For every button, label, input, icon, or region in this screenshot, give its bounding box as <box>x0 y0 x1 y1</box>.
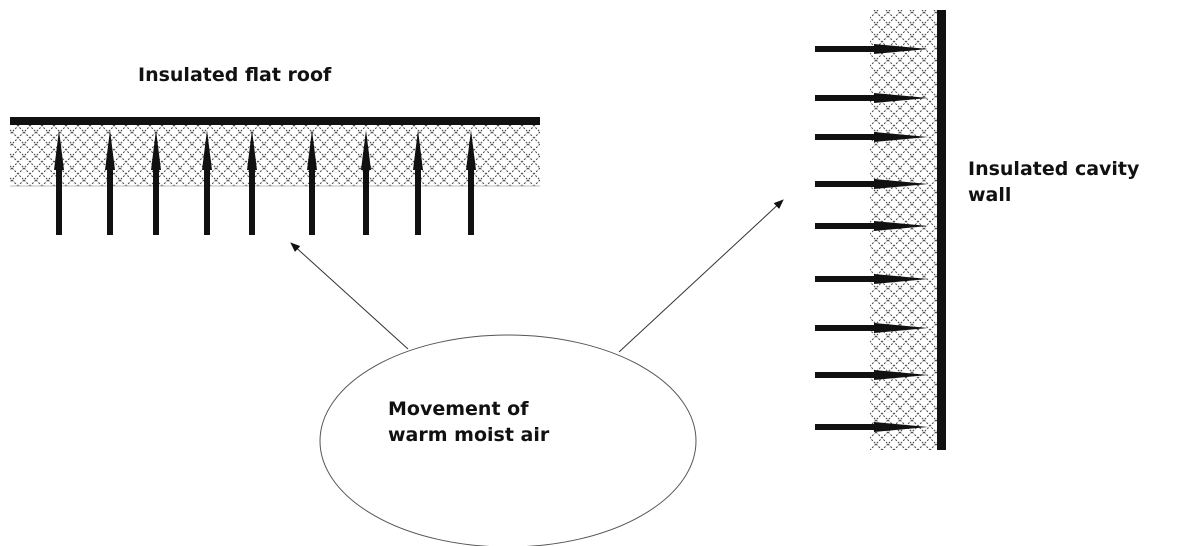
wall-vapour-arrow <box>815 179 928 189</box>
wall-vapour-arrow <box>815 323 928 333</box>
wall-vapour-arrow <box>815 221 928 231</box>
roof-vapour-arrow <box>247 130 257 235</box>
wall-label: Insulated cavity wall <box>968 158 1140 206</box>
bubble-label-line2: warm moist air <box>388 424 550 446</box>
wall-vapour-arrow <box>815 132 928 142</box>
source-bubble <box>319 334 697 546</box>
bubble-label-line1: Movement of <box>388 398 529 420</box>
roof-vapour-arrow <box>466 130 476 235</box>
wall-outer-leaf <box>937 10 946 450</box>
roof-vapour-arrow <box>54 130 64 235</box>
wall-vapour-arrow <box>815 274 928 284</box>
wall-vapour-arrow <box>815 44 928 54</box>
wall-vapour-arrow <box>815 93 928 103</box>
roof-vapour-arrow <box>361 130 371 235</box>
roof-insulation-layer <box>10 124 540 186</box>
cavity-wall <box>815 10 946 450</box>
roof-vapour-arrow <box>307 130 317 235</box>
roof-membrane <box>10 117 540 125</box>
roof-vapour-arrow <box>413 130 423 235</box>
roof-vapour-arrows <box>54 130 476 235</box>
roof-vapour-arrow <box>202 130 212 235</box>
roof-vapour-arrow <box>151 130 161 235</box>
roof-label: Insulated flat roof <box>138 64 332 86</box>
flat-roof <box>10 117 540 235</box>
wall-vapour-arrow <box>815 422 928 432</box>
wall-vapour-arrow <box>815 370 928 380</box>
wall-vapour-arrows <box>815 44 928 432</box>
bubble-label: Movement of warm moist air <box>388 396 628 448</box>
roof-vapour-arrow <box>105 130 115 235</box>
connector-to-roof <box>290 242 409 350</box>
connector-to-wall <box>618 199 784 353</box>
